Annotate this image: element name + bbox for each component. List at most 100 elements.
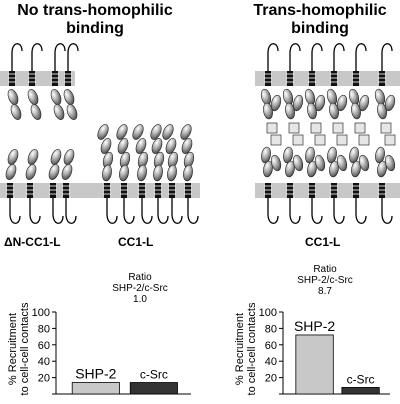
- y-tick-label: 60: [38, 340, 50, 352]
- cytoplasmic-tail: [289, 198, 301, 224]
- binding-interface: [332, 122, 344, 134]
- ig-domain: [100, 138, 112, 154]
- ig-domain: [48, 164, 60, 180]
- cytoplasmic-tail: [289, 43, 301, 71]
- cytoplasmic-tail: [123, 198, 135, 224]
- cytoplasmic-tail: [29, 198, 41, 224]
- ig-domain: [165, 138, 177, 154]
- binding-interface: [288, 122, 300, 134]
- binding-interface: [354, 122, 366, 134]
- y-tick-label: 60: [265, 340, 277, 352]
- cytoplasmic-tail: [381, 198, 393, 224]
- transmembrane-segment: [353, 183, 359, 198]
- cytoplasmic-tail: [52, 198, 64, 224]
- ig-domain: [336, 94, 348, 112]
- ig-domain: [349, 146, 359, 164]
- ig-domain: [285, 160, 295, 178]
- ig-domain: [116, 124, 128, 140]
- cytoplasmic-tail: [355, 198, 367, 224]
- bar-shp-2: [71, 382, 120, 395]
- transmembrane-segment: [63, 183, 69, 198]
- ratio-label-right: Ratio: [313, 264, 337, 275]
- bar-label-shp-2: SHP-2: [75, 366, 116, 382]
- transmembrane-segment: [139, 183, 145, 198]
- cytoplasmic-tail: [267, 198, 279, 224]
- cytoplasmic-tail: [381, 43, 393, 71]
- left-panel-title: No trans-homophilic binding: [17, 2, 173, 37]
- binding-interface: [270, 134, 282, 146]
- bar-c-src: [129, 382, 178, 395]
- construct-label-dn-cc1-l: ΔN-CC1-L: [4, 235, 61, 249]
- ig-domain: [66, 104, 78, 120]
- ig-domain: [314, 94, 326, 112]
- ig-domain: [5, 164, 17, 180]
- transmembrane-segment: [50, 183, 56, 198]
- ig-domain: [270, 94, 282, 112]
- transmembrane-segment: [155, 183, 161, 198]
- ig-domain: [384, 154, 396, 172]
- y-axis-label: % Recruitmentto cell-cell contacts: [234, 302, 258, 395]
- transmembrane-segment: [265, 71, 271, 86]
- ig-domain: [137, 164, 147, 182]
- transmembrane-segment: [52, 71, 58, 86]
- ig-domain: [153, 164, 163, 182]
- transmembrane-segment: [121, 183, 127, 198]
- bar-c-src: [341, 387, 380, 395]
- ratio-label-left: Ratio: [128, 272, 152, 283]
- y-tick-label: 80: [38, 323, 50, 335]
- ratio-value-left: 1.0: [133, 294, 147, 305]
- binding-interface: [292, 134, 304, 146]
- ratio-caption-left: Ratio SHP-2/c-Src 1.0: [100, 272, 180, 305]
- ig-domain: [27, 149, 39, 165]
- ig-domain: [7, 149, 19, 165]
- ig-domain: [329, 160, 339, 178]
- ig-domain: [336, 154, 348, 172]
- ig-domain: [117, 138, 129, 154]
- transmembrane-segment: [331, 183, 337, 198]
- ig-domain: [358, 94, 370, 112]
- ig-domain: [307, 160, 317, 178]
- binding-interface: [336, 134, 348, 146]
- ig-domain: [10, 104, 22, 120]
- binding-interface: [314, 134, 326, 146]
- ig-domain: [151, 138, 163, 154]
- cytoplasmic-tail: [141, 198, 153, 224]
- ig-domain: [351, 102, 361, 120]
- ig-domain: [25, 164, 37, 180]
- ig-domain: [263, 102, 273, 120]
- ig-domain: [270, 154, 282, 172]
- binding-interface: [380, 122, 392, 134]
- cytoplasmic-tail: [187, 198, 199, 224]
- right-panel-title: Trans-homophilic binding: [253, 2, 387, 37]
- cytoplasmic-tail: [355, 43, 367, 71]
- ig-domain: [261, 146, 271, 164]
- cytoplasmic-tail: [157, 198, 169, 224]
- transmembrane-segment: [287, 71, 293, 86]
- y-tick-label: 80: [265, 323, 277, 335]
- ig-domain: [180, 124, 192, 140]
- ig-domain: [358, 154, 370, 172]
- ig-domain: [150, 124, 162, 140]
- binding-interface: [358, 134, 370, 146]
- cytoplasmic-tail: [9, 198, 21, 224]
- cytoplasmic-tail: [311, 198, 323, 224]
- y-tick-label: 40: [38, 356, 50, 368]
- cytoplasmic-tail: [31, 43, 43, 71]
- cytoplasmic-tail: [333, 198, 345, 224]
- ig-domain: [314, 154, 326, 172]
- cytoplasmic-tail: [67, 43, 79, 71]
- ig-domain: [53, 104, 65, 120]
- binding-interface: [310, 122, 322, 134]
- ig-domain: [307, 102, 317, 120]
- transmembrane-segment: [309, 183, 315, 198]
- transmembrane-segment: [65, 71, 71, 86]
- transmembrane-segment: [169, 183, 175, 198]
- adhesion-diagram: [0, 43, 400, 224]
- ig-domain: [30, 104, 42, 120]
- y-tick-label: 100: [32, 307, 50, 319]
- ig-domain: [119, 164, 129, 182]
- y-tick-label: 40: [265, 356, 277, 368]
- ig-domain: [283, 146, 293, 164]
